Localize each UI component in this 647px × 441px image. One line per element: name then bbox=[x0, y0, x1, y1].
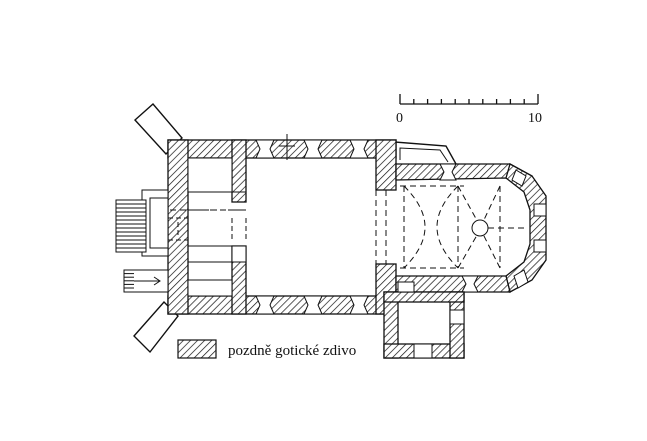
west-portal-steps bbox=[115, 189, 169, 257]
apse-windows bbox=[439, 163, 547, 293]
chancel-walls bbox=[395, 163, 547, 293]
legend-hatch-swatch bbox=[177, 339, 217, 359]
scale-ticks bbox=[399, 94, 539, 104]
scale-label-start: 0 bbox=[396, 111, 403, 126]
side-entrance-steps bbox=[123, 269, 169, 293]
chancel-vault-ribs bbox=[400, 185, 524, 269]
nave-windows bbox=[255, 139, 369, 315]
scale-bar bbox=[399, 94, 539, 105]
scale-label-end: 10 bbox=[528, 111, 542, 126]
legend-label: pozdně gotické zdivo bbox=[228, 343, 356, 359]
legend: pozdně gotické zdivo bbox=[177, 339, 356, 359]
tower-interior bbox=[187, 157, 247, 297]
vault-keystone bbox=[471, 219, 489, 237]
